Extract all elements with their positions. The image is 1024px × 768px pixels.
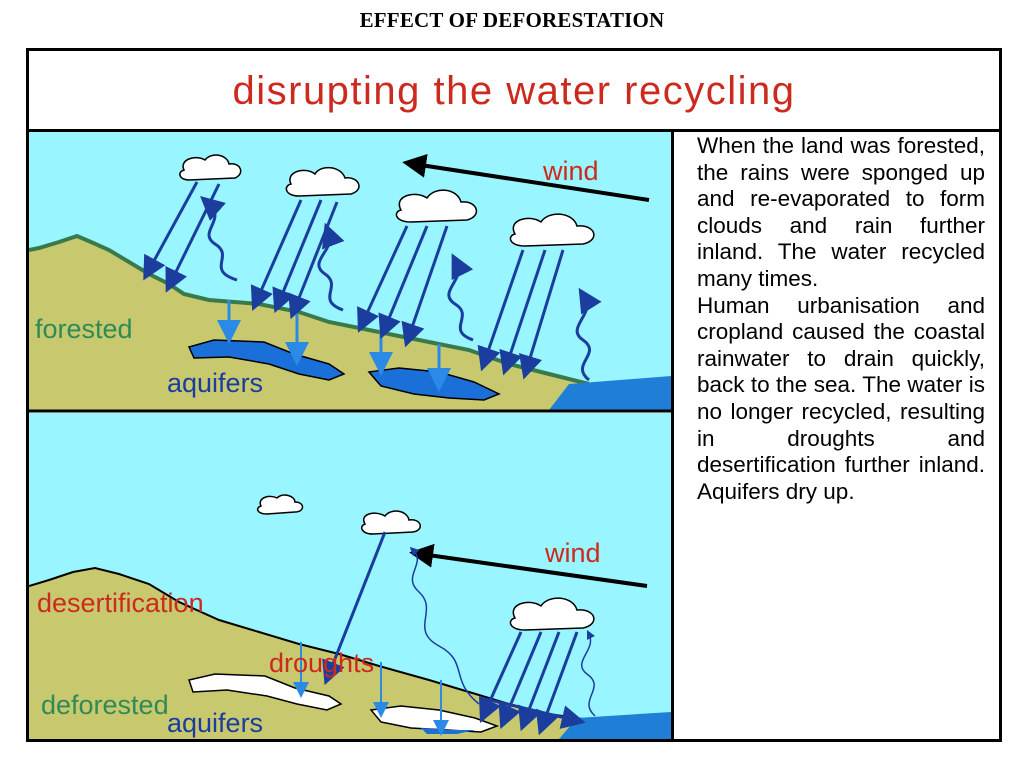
bottom-aquifer-1 bbox=[188, 673, 343, 711]
explanation-paragraph-1: When the land was forested, the rains we… bbox=[697, 133, 985, 291]
diagram-frame: disrupting the water recycling bbox=[26, 48, 1002, 742]
top-cloud-4 bbox=[509, 213, 595, 247]
top-panel: wind forested aquifers bbox=[29, 132, 671, 410]
deforested-label: deforested bbox=[41, 690, 169, 720]
bottom-aquifers-label: aquifers bbox=[167, 708, 263, 738]
bare-ground-edge bbox=[29, 566, 590, 721]
desertification-label: desertification bbox=[37, 588, 204, 618]
top-aquifers-label: aquifers bbox=[167, 368, 263, 398]
top-wind-arrow bbox=[402, 153, 650, 202]
bottom-cloud-3 bbox=[509, 597, 595, 631]
bottom-land bbox=[29, 568, 671, 739]
bottom-wind-arrow bbox=[409, 543, 648, 588]
top-cloud-3 bbox=[395, 189, 478, 223]
bottom-wind-label: wind bbox=[544, 538, 601, 568]
banner-title: disrupting the water recycling bbox=[29, 51, 999, 132]
top-aquifer-1 bbox=[187, 339, 346, 381]
top-sea bbox=[549, 376, 671, 410]
top-evaporation bbox=[200, 196, 602, 382]
bottom-evaporation bbox=[409, 546, 596, 717]
explanation-paragraph-2: Human urbanisation and cropland caused t… bbox=[697, 292, 985, 504]
top-cloud-2 bbox=[285, 166, 360, 197]
top-cloud-1 bbox=[179, 154, 242, 181]
explanation-text: When the land was forested, the rains we… bbox=[697, 133, 985, 505]
forested-label: forested bbox=[35, 314, 133, 344]
top-wind-label: wind bbox=[542, 156, 599, 186]
bottom-panel: wind desertification droughts deforested… bbox=[29, 413, 671, 739]
top-rain-arrows bbox=[143, 181, 565, 380]
bottom-aquifer-2 bbox=[369, 705, 500, 733]
water-cycle-illustration: wind forested aquifers bbox=[29, 132, 674, 739]
bottom-rain-arrows bbox=[322, 531, 579, 736]
droughts-label: droughts bbox=[269, 648, 374, 678]
page-title: EFFECT OF DEFORESTATION bbox=[359, 8, 665, 32]
forest-edge bbox=[29, 233, 590, 386]
bottom-cloud-2 bbox=[360, 510, 421, 535]
bottom-cloud-small bbox=[256, 494, 304, 515]
bottom-sea bbox=[559, 712, 671, 739]
